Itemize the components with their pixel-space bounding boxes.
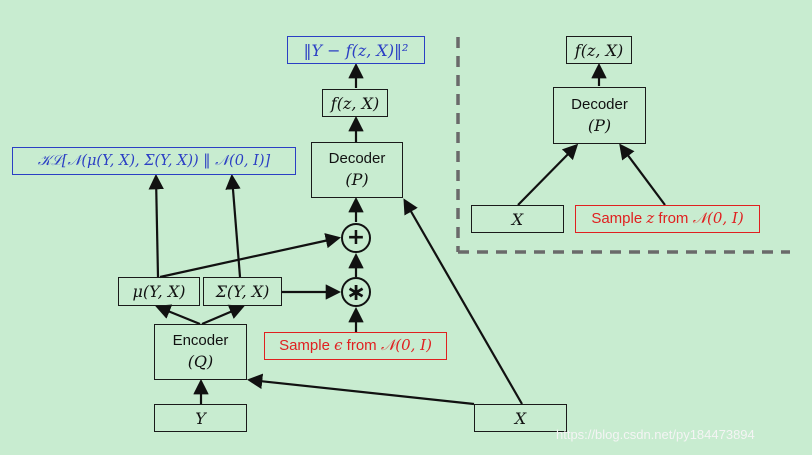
right-sample-z-from: from	[654, 210, 693, 228]
kl-loss-label: 𝒦ℒ[𝒩(μ(Y, X), Σ(Y, X)) ‖ 𝒩(0, I)]	[37, 153, 271, 169]
right-sample-z-dist: 𝒩(0, I)	[692, 209, 744, 228]
input-x-label: X	[514, 408, 527, 428]
right-decoder-subtitle: (P)	[587, 115, 612, 135]
watermark-text: https://blog.csdn.net/py184473894	[556, 427, 755, 442]
encoder-box: Encoder (Q)	[154, 324, 247, 380]
sample-epsilon-var: ϵ	[334, 336, 343, 355]
input-x-box: X	[474, 404, 567, 432]
decoder-output-box: f(z, X)	[322, 89, 388, 117]
arrow-x-to-decoder	[403, 198, 523, 405]
sample-epsilon-prefix: Sample	[279, 337, 335, 355]
plus-operator: +	[341, 223, 371, 253]
arrow-x-to-encoder	[246, 373, 475, 406]
encoder-subtitle: (Q)	[187, 352, 214, 372]
sigma-box: Σ(Y, X)	[203, 277, 282, 306]
reconstruction-loss-label: ‖Y − f(z, X)‖²	[303, 40, 409, 60]
sample-epsilon-dist: 𝒩(0, I)	[380, 336, 432, 355]
multiply-operator: ∗	[341, 277, 371, 307]
sample-epsilon-label: Sample ϵ from 𝒩(0, I)	[279, 335, 432, 356]
input-y-label: Y	[195, 408, 206, 428]
right-sample-z-prefix: Sample	[591, 210, 647, 228]
mu-box: μ(Y, X)	[118, 277, 200, 306]
right-sample-z-label: Sample z from 𝒩(0, I)	[591, 208, 743, 229]
arrow-right-sample-to-decoder	[619, 143, 666, 206]
arrow-mu-to-plus	[159, 233, 342, 279]
right-decoder-title: Decoder	[571, 95, 628, 113]
arrow-encoder-to-mu	[155, 304, 201, 326]
reconstruction-loss-box: ‖Y − f(z, X)‖²	[287, 36, 425, 64]
mu-label: μ(Y, X)	[132, 282, 186, 301]
decoder-title: Decoder	[328, 150, 386, 168]
sigma-label: Σ(Y, X)	[215, 282, 270, 301]
encoder-title: Encoder	[172, 332, 229, 350]
right-decoder-output-label: f(z, X)	[574, 40, 624, 60]
plus-symbol: +	[346, 225, 366, 250]
decoder-subtitle: (P)	[345, 170, 369, 190]
arrow-encoder-to-sigma	[201, 304, 245, 326]
sample-epsilon-box: Sample ϵ from 𝒩(0, I)	[264, 332, 447, 360]
right-sample-z-var: z	[646, 209, 655, 228]
arrow-mu-to-kl	[148, 173, 164, 278]
decoder-box: Decoder (P)	[311, 142, 403, 198]
right-input-x-box: X	[471, 205, 564, 233]
right-decoder-output-box: f(z, X)	[566, 36, 632, 64]
right-decoder-box: Decoder (P)	[553, 87, 646, 144]
right-sample-z-box: Sample z from 𝒩(0, I)	[575, 205, 760, 233]
sample-epsilon-from: from	[342, 337, 381, 355]
kl-loss-box: 𝒦ℒ[𝒩(μ(Y, X), Σ(Y, X)) ‖ 𝒩(0, I)]	[12, 147, 296, 175]
input-y-box: Y	[154, 404, 247, 432]
multiply-symbol: ∗	[345, 278, 367, 306]
right-input-x-label: X	[511, 209, 524, 229]
decoder-output-label: f(z, X)	[330, 93, 380, 113]
arrow-right-x-to-decoder	[517, 143, 579, 206]
